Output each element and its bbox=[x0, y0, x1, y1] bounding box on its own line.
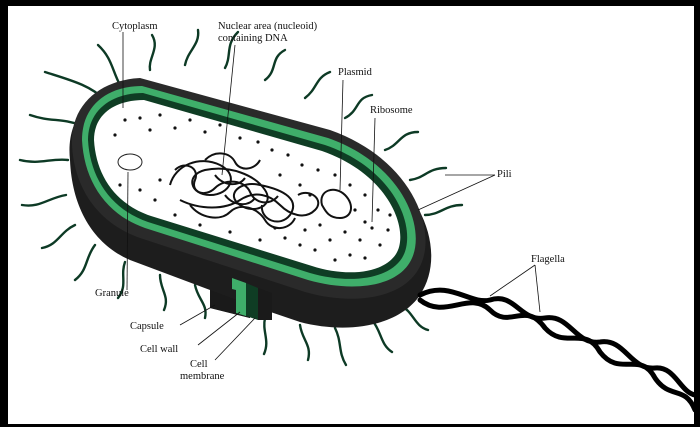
pilus bbox=[150, 35, 155, 70]
label-plasmid: Plasmid bbox=[338, 67, 373, 78]
pilus bbox=[160, 275, 166, 310]
label-ribosome: Ribosome bbox=[370, 105, 413, 116]
label-cell-wall: Cell wall bbox=[140, 344, 178, 355]
label-nucleoid-line1: Nuclear area (nucleoid) bbox=[218, 21, 318, 32]
pilus bbox=[335, 328, 346, 365]
pilus bbox=[345, 95, 372, 118]
label-flagella: Flagella bbox=[531, 254, 565, 265]
pilus bbox=[42, 225, 75, 248]
pilus bbox=[410, 168, 446, 180]
pilus bbox=[22, 195, 66, 206]
pilus bbox=[98, 45, 120, 85]
label-cell-membrane-line2: membrane bbox=[180, 371, 225, 382]
pilus bbox=[30, 115, 80, 125]
pilus bbox=[425, 205, 462, 215]
pilus bbox=[185, 30, 198, 65]
pilus bbox=[300, 325, 309, 360]
pilus bbox=[305, 72, 330, 98]
label-capsule: Capsule bbox=[130, 321, 164, 332]
label-pili: Pili bbox=[497, 169, 512, 180]
label-granule: Granule bbox=[95, 288, 129, 299]
pilus bbox=[372, 320, 392, 352]
pilus bbox=[264, 318, 266, 354]
pilus bbox=[75, 245, 95, 280]
pilus bbox=[265, 50, 285, 80]
granule bbox=[118, 154, 142, 170]
label-nucleoid-line2: containing DNA bbox=[218, 33, 288, 44]
flagellum bbox=[420, 290, 695, 410]
pilus bbox=[385, 132, 418, 150]
pilus bbox=[20, 160, 68, 162]
cutaway-membrane bbox=[246, 283, 258, 320]
label-cell-membrane-line1: Cell bbox=[190, 359, 208, 370]
cutaway-step bbox=[258, 288, 272, 320]
label-cytoplasm: Cytoplasm bbox=[112, 21, 158, 32]
